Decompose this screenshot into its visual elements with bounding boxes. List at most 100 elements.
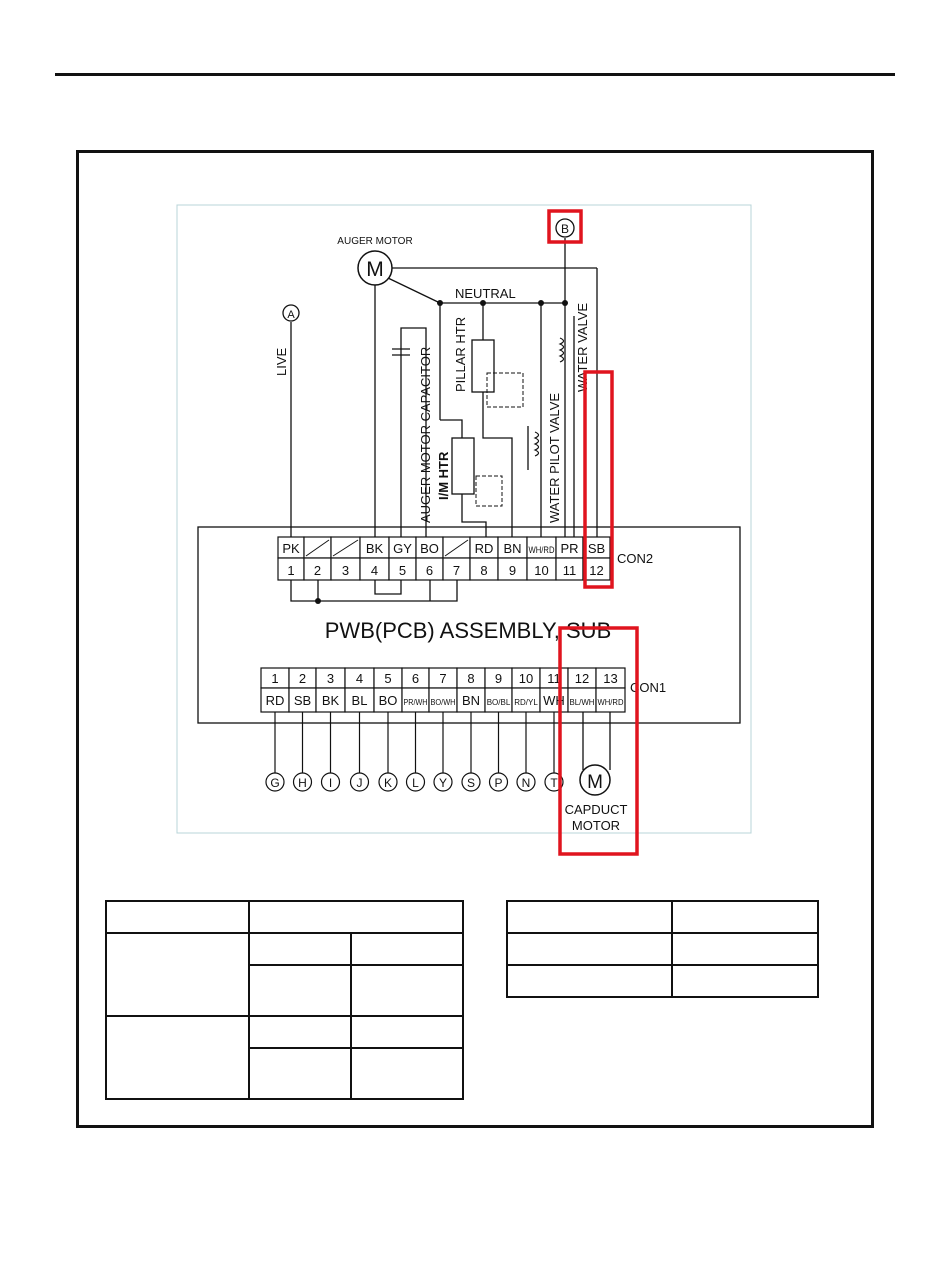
con2-color-label: BO (420, 541, 439, 556)
table-cell (248, 964, 352, 1017)
con2-pin-number: 5 (399, 563, 406, 578)
con2-pin-number: 9 (509, 563, 516, 578)
pcb-title: PWB(PCB) ASSEMBLY, SUB (325, 618, 612, 643)
con2-pin-number: 8 (480, 563, 487, 578)
auger-motor-m: M (366, 258, 384, 281)
con1-color-label: BL/WH (570, 698, 595, 707)
con2-unused-slash (444, 539, 469, 557)
con1-terminal (292, 772, 313, 792)
table-cell (248, 1015, 352, 1049)
con2-color-label: BN (503, 541, 521, 556)
diagram-panel (176, 204, 752, 834)
blank-table-right (506, 900, 819, 998)
con2-unused-slash (332, 539, 359, 557)
table-cell (350, 1047, 464, 1100)
con1-pin-number: 2 (299, 671, 306, 686)
table-cell (105, 1015, 250, 1100)
con2-unused-slash (305, 539, 330, 557)
con1-terminal (488, 772, 509, 792)
con2-pin-number: 4 (371, 563, 378, 578)
con1-pin-number: 8 (467, 671, 474, 686)
con1-color-label: BO (379, 693, 398, 708)
con1-pin-number: 6 (412, 671, 419, 686)
con1-pin-number: 11 (547, 671, 561, 686)
con1-terminal (265, 772, 285, 792)
con1-color-cell (401, 687, 430, 713)
connector-b-label: B (561, 222, 569, 236)
con2-color-label: WH/RD (529, 545, 555, 555)
con1-pin-number: 4 (356, 671, 363, 686)
table-cell (506, 964, 673, 998)
table-cell (671, 932, 819, 966)
live-label: LIVE (274, 347, 289, 376)
con2-pin-number: 1 (287, 563, 294, 578)
con2-color-label: PK (282, 541, 300, 556)
auger-motor-label: AUGER MOTOR (337, 236, 412, 247)
con1-terminal (433, 772, 453, 792)
con1-terminal-label: S (467, 776, 475, 790)
capduct-motor-m: M (587, 772, 603, 793)
con1-color-cell (595, 687, 626, 713)
capduct-label-1: CAPDUCT (565, 802, 628, 817)
con1-color-cell (567, 687, 597, 713)
con1-pin-number: 1 (271, 671, 278, 686)
con2-label: CON2 (617, 551, 653, 566)
con2-color-label: BK (366, 541, 384, 556)
con1-terminal (320, 772, 341, 792)
connector-b (555, 218, 575, 238)
table-cell (506, 900, 673, 934)
neutral-label: NEUTRAL (455, 286, 516, 301)
con2-pin-number: 6 (426, 563, 433, 578)
con1-terminal (516, 772, 536, 792)
con1-pin-number: 9 (495, 671, 502, 686)
con1-pin-number: 12 (575, 671, 589, 686)
con2-color-label: RD (475, 541, 494, 556)
con2-pin-number: 10 (534, 563, 548, 578)
con1-color-label: RD (266, 693, 285, 708)
con1-terminal (378, 772, 398, 792)
con1-terminal-label: K (384, 776, 392, 790)
con2-pin-number: 11 (563, 563, 577, 578)
con1-color-label: RD/YL (514, 698, 538, 707)
con1-terminal (349, 772, 370, 792)
table-cell (350, 964, 464, 1017)
con1-terminal-label: T (550, 776, 558, 790)
con1-color-cell (288, 687, 317, 713)
con1-terminal (405, 772, 426, 792)
con2-color-label: SB (588, 541, 605, 556)
con1-color-label: BO/BL (487, 698, 511, 707)
table-cell (248, 900, 464, 934)
con2-color-label: PR (560, 541, 578, 556)
table-cell (350, 1015, 464, 1049)
con1-terminal-label: Y (439, 776, 447, 790)
water-pilot-valve-label: WATER PILOT VALVE (547, 393, 562, 523)
con1-terminal-label: L (412, 776, 419, 790)
con1-pin-number: 10 (519, 671, 533, 686)
top-rule (55, 73, 895, 76)
pillar-htr-label: PILLAR HTR (453, 317, 468, 392)
water-valve-label: WATER VALVE (575, 303, 590, 392)
con1-terminal-label: J (357, 776, 363, 790)
highlight-connector-b (547, 209, 583, 244)
table-cell (105, 932, 250, 1017)
auger-motor-capacitor-label: AUGER MOTOR CAPACITOR (418, 347, 433, 523)
table-cell (671, 964, 819, 998)
con2-pin-cell (582, 557, 611, 581)
table-cell (506, 932, 673, 966)
table-cell (248, 932, 352, 966)
capduct-label-2: MOTOR (572, 818, 620, 833)
auger-motor-symbol (357, 250, 393, 286)
con2-pin-number: 2 (314, 563, 321, 578)
pcb-box (197, 526, 741, 724)
capduct-motor-symbol (579, 764, 611, 796)
table-cell (350, 932, 464, 966)
con1-color-label: BO/WH (431, 698, 456, 707)
connector-a-label: A (287, 309, 295, 321)
table-cell (105, 900, 250, 934)
con1-terminal-label: I (329, 776, 332, 790)
con1-label: CON1 (630, 680, 666, 695)
highlight-capduct-motor (558, 626, 639, 856)
con1-terminal-label: H (298, 776, 307, 790)
